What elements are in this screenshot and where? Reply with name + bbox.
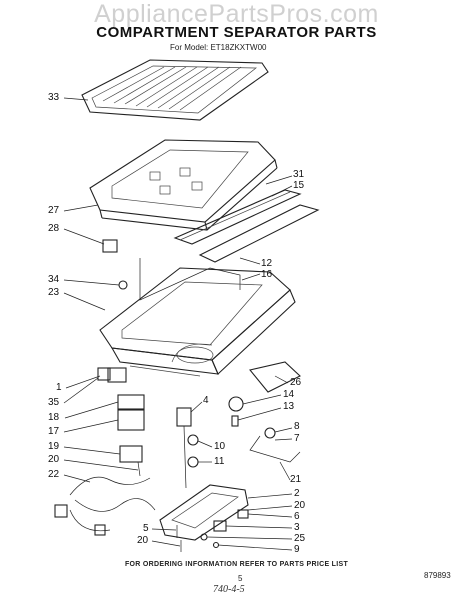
part-8-grommet — [264, 427, 276, 439]
callout-20b: 20 — [294, 500, 306, 511]
part-22-wiring-harness — [54, 476, 156, 536]
callout-9: 9 — [294, 544, 300, 555]
part-4-damper — [176, 407, 192, 427]
part-28-bracket — [102, 239, 118, 253]
callout-26: 26 — [290, 377, 302, 388]
callout-12: 12 — [261, 258, 273, 269]
callout-23: 23 — [48, 287, 60, 298]
part-9-screw — [212, 541, 220, 549]
part-35-knob — [97, 367, 111, 381]
handwritten-note: 740-4-5 — [213, 584, 245, 595]
callout-4: 4 — [203, 395, 209, 406]
callout-16: 16 — [261, 269, 273, 280]
page-number: 5 — [238, 574, 243, 583]
part-23-lower-separator — [99, 267, 296, 377]
callout-3: 3 — [294, 522, 300, 533]
callout-28: 28 — [48, 223, 60, 234]
callout-15: 15 — [293, 180, 305, 191]
part-21-harness — [249, 435, 301, 463]
part-34-plug — [118, 280, 128, 290]
part-25-nut — [200, 533, 208, 541]
callout-7: 7 — [294, 433, 300, 444]
part-14-cap — [228, 396, 244, 412]
callout-8: 8 — [294, 421, 300, 432]
callout-35: 35 — [48, 397, 60, 408]
callout-19: 19 — [48, 441, 60, 452]
page-title: COMPARTMENT SEPARATOR PARTS — [96, 24, 377, 41]
model-line: For Model: ET18ZKXTW00 — [170, 43, 267, 52]
part-16-heater-wire — [139, 258, 241, 301]
callout-25: 25 — [294, 533, 306, 544]
part-17-box — [117, 409, 145, 431]
callout-34: 34 — [48, 274, 60, 285]
leader-lines — [63, 97, 293, 551]
part-10-bushing — [187, 434, 199, 446]
part-18-cover — [117, 394, 145, 410]
part-15-rail — [173, 189, 320, 263]
part-1-housing — [107, 367, 127, 383]
callout-14: 14 — [283, 389, 295, 400]
callout-11: 11 — [214, 456, 225, 467]
part-13-screw — [231, 415, 239, 427]
callout-2: 2 — [294, 488, 300, 499]
part-27-upper-panel — [89, 139, 278, 231]
callout-5: 5 — [143, 523, 149, 534]
callout-17: 17 — [48, 426, 60, 437]
callout-20: 20 — [48, 454, 60, 465]
callout-22: 22 — [48, 469, 60, 480]
callout-6: 6 — [294, 511, 300, 522]
callout-13: 13 — [283, 401, 295, 412]
part-11-washer — [187, 456, 199, 468]
part-19-block — [119, 445, 143, 463]
callout-10: 10 — [214, 441, 226, 452]
ordering-note: FOR ORDERING INFORMATION REFER TO PARTS … — [124, 561, 349, 568]
callout-1: 1 — [56, 382, 62, 393]
part-2-base-tray — [159, 484, 249, 541]
part-33-grille — [81, 59, 269, 121]
drawing-code: 879893 — [424, 571, 451, 580]
callout-20c: 20 — [137, 535, 149, 546]
callout-21: 21 — [290, 474, 302, 485]
callout-27: 27 — [48, 205, 60, 216]
callout-33: 33 — [48, 92, 60, 103]
callout-31: 31 — [293, 169, 305, 180]
callout-18: 18 — [48, 412, 60, 423]
part-26-insulation — [249, 361, 301, 393]
watermark: AppliancePartsPros.com — [94, 0, 379, 28]
